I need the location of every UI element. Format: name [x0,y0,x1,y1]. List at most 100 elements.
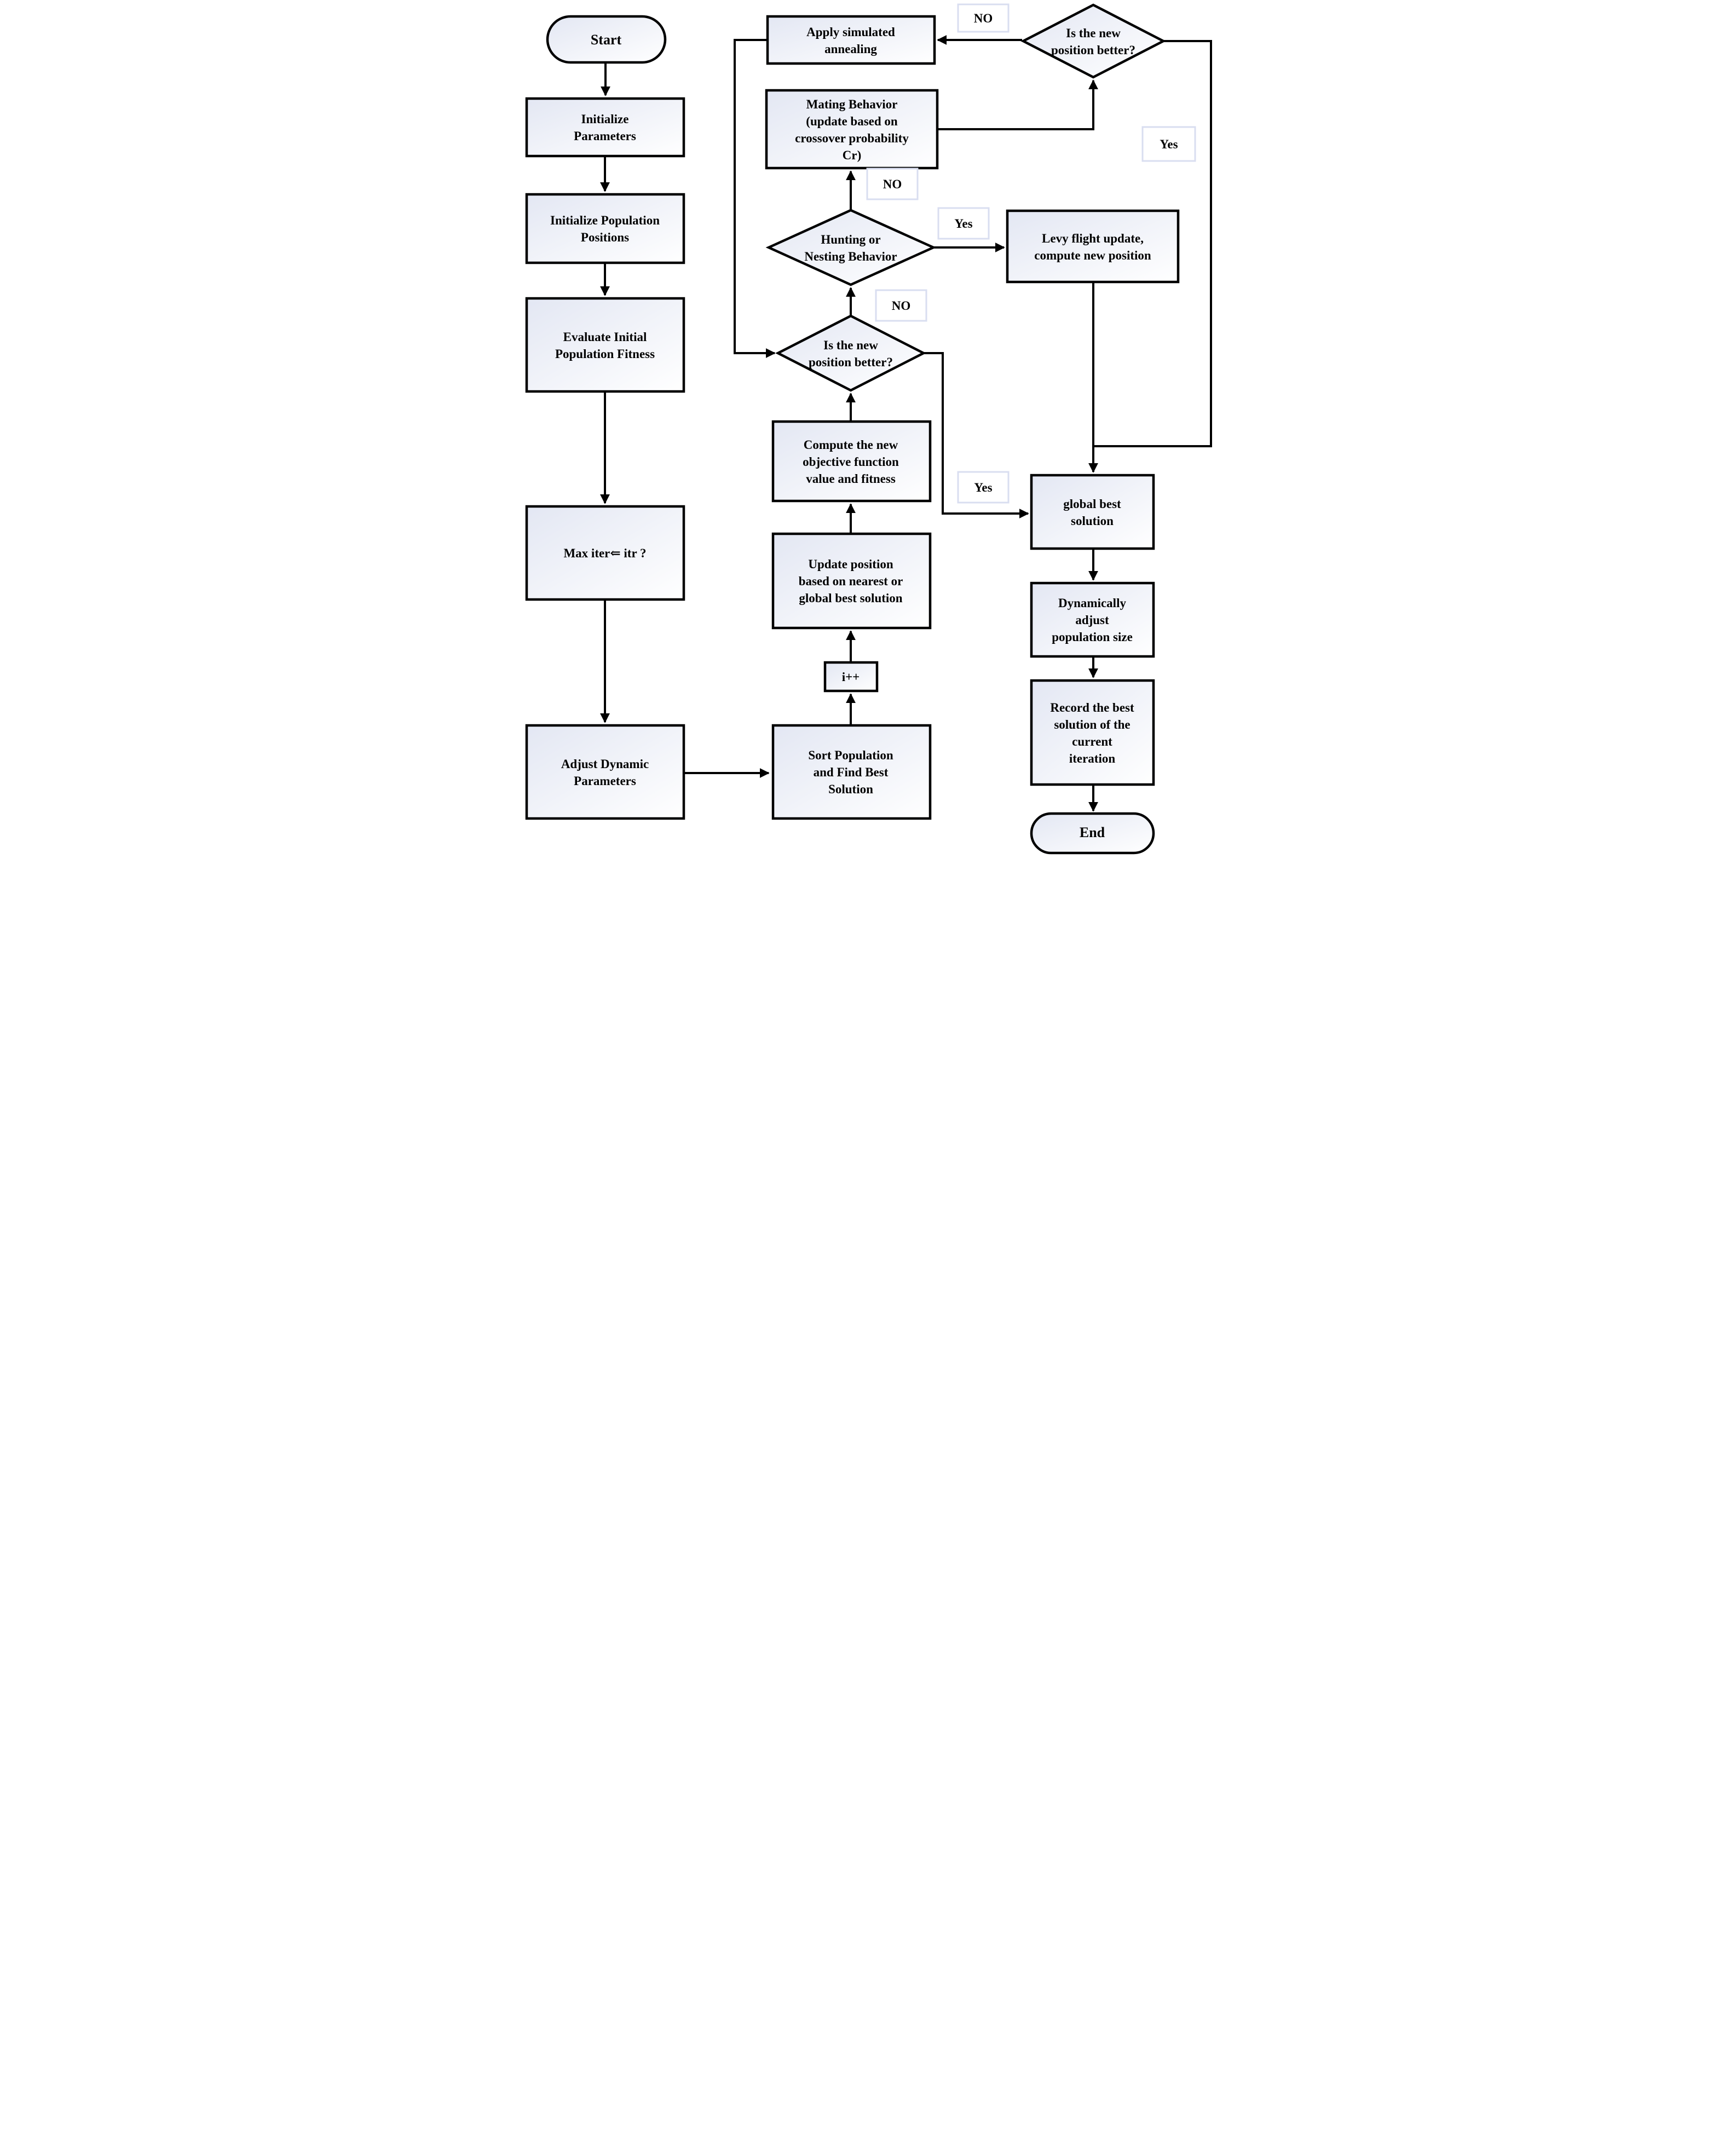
node-record-best-solution: Record the best solution of the current … [1030,679,1155,786]
node-label: global best solution [799,591,902,605]
label-box [1141,126,1196,162]
start-terminator [546,15,666,64]
node-initialize-parameters: Initialize Parameters [525,97,685,158]
decision-diamond [765,209,936,286]
label-text: NO [883,177,902,191]
label-box [937,207,989,240]
node-label: Compute the new [803,438,898,452]
process-box [771,532,931,630]
label-text: NO [891,299,910,313]
node-label: annealing [824,42,877,56]
node-label: Population Fitness [555,347,654,361]
node-increment-i: i++ [823,661,878,693]
node-apply-simulated-annealing: Apply simulated annealing [766,15,936,65]
node-max-iter-condition: Max iter⇐ itr ? [525,505,685,601]
node-initialize-population-positions: Initialize Population Positions [525,193,685,264]
label-box [957,471,1009,504]
node-label: iteration [1069,752,1115,765]
branch-label-yes-hunting: Yes [937,207,989,240]
node-label: global best [1063,497,1121,511]
node-label: Is the new [823,338,878,352]
label-box [866,168,918,200]
node-label: solution [1071,514,1114,528]
process-box [525,97,685,158]
node-label: position better? [809,355,893,369]
node-label: i++ [841,670,860,684]
process-box [525,724,685,820]
node-adjust-dynamic-parameters: Adjust Dynamic Parameters [525,724,685,820]
edge-top-diamond-yes-down [1094,40,1212,447]
node-hunting-or-nesting: Hunting or Nesting Behavior [765,209,936,286]
node-start: Start [546,15,666,64]
node-label: adjust [1075,613,1109,627]
process-box [525,297,685,393]
label-box [957,3,1009,33]
branch-label-yes-top-right: Yes [1141,126,1196,162]
process-box [1030,679,1155,786]
node-label: Dynamically [1058,596,1126,610]
node-label: position better? [1051,43,1135,57]
node-label: Solution [828,782,873,796]
branch-label-yes-global: Yes [957,471,1009,504]
label-text: Yes [974,481,992,494]
node-dynamically-adjust-population: Dynamically adjust population size [1030,581,1155,658]
node-sort-population: Sort Population and Find Best Solution [771,724,931,820]
node-label: Is the new [1066,26,1121,40]
edge-annealing-loop-to-mid-diamond [733,39,776,358]
node-global-best-solution: global best solution [1030,474,1155,550]
flowchart-page: Start Initialize Parameters Initialize P… [521,0,1215,856]
node-compute-objective: Compute the new objective function value… [771,420,931,503]
node-label: (update based on [806,114,898,128]
process-box [1006,209,1179,284]
decision-diamond [1020,3,1166,79]
node-is-position-better-mid: Is the new position better? [775,314,926,392]
node-label: Initialize Population [550,214,660,227]
node-label: current [1072,735,1112,748]
process-box [1030,581,1155,658]
node-label: based on nearest or [798,574,903,588]
node-label: Sort Population [808,748,893,762]
node-label: Hunting or [821,233,880,246]
node-label: Positions [580,230,628,244]
node-label: Record the best [1050,701,1134,714]
node-label: Max iter⇐ itr ? [563,546,646,560]
node-label: compute new position [1034,249,1151,262]
node-label: population size [1052,630,1133,644]
node-label: Mating Behavior [806,97,897,111]
process-box [771,420,931,503]
node-label: Adjust Dynamic [561,757,648,771]
node-end: End [1030,812,1155,855]
node-label: Parameters [574,129,636,143]
node-levy-flight-update: Levy flight update, compute new position [1006,209,1179,284]
process-box [766,15,936,65]
node-label: Cr) [842,148,861,162]
node-label: Evaluate Initial [563,330,647,344]
node-label: Parameters [574,774,636,788]
edge-mating-to-top-diamond [937,79,1098,130]
edge-mid-diamond-yes-to-global-best [923,352,1029,518]
end-terminator [1030,812,1155,855]
connectors [599,35,1212,812]
node-label: value and fitness [806,472,896,486]
node-label: Nesting Behavior [804,250,897,263]
node-label: Initialize [581,112,628,126]
branch-label-no-top: NO [957,3,1009,33]
process-box [823,661,878,693]
node-update-position: Update position based on nearest or glob… [771,532,931,630]
node-label: solution of the [1054,718,1130,731]
decision-diamond [775,314,926,392]
process-box [765,89,938,170]
label-box [875,289,927,322]
start-label: Start [590,32,621,48]
node-label: Levy flight update, [1042,232,1144,245]
label-text: Yes [954,217,972,230]
node-mating-behavior: Mating Behavior (update based on crossov… [765,89,938,170]
node-label: and Find Best [813,765,888,779]
end-label: End [1079,825,1105,840]
node-label: Apply simulated [806,25,895,39]
process-box [525,193,685,264]
node-label: Update position [808,557,893,571]
flowchart-canvas: Start Initialize Parameters Initialize P… [525,3,1212,855]
condition-box [525,505,685,601]
node-evaluate-initial-fitness: Evaluate Initial Population Fitness [525,297,685,393]
